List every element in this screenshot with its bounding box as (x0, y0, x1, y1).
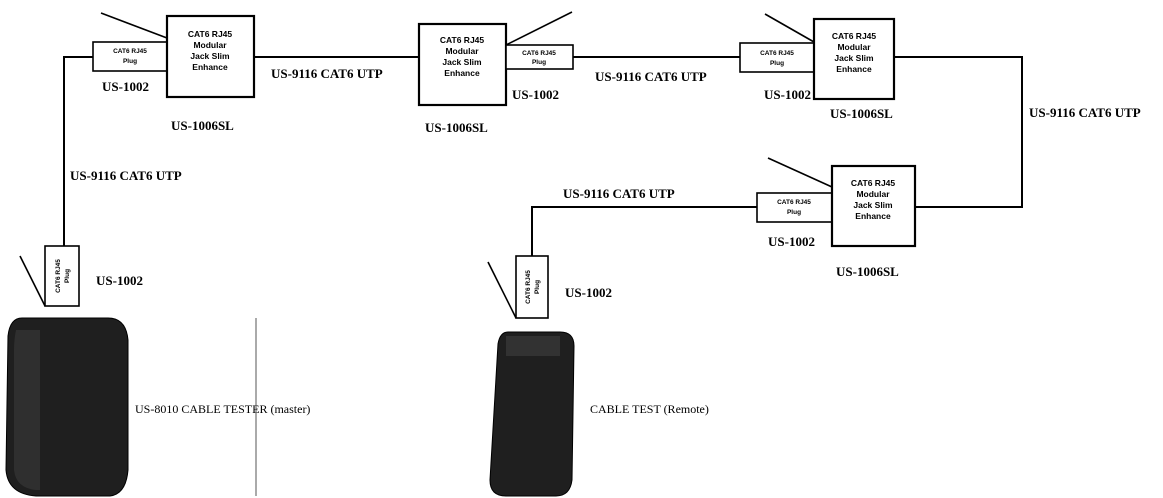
plug-model-label: US-1002 (512, 87, 559, 102)
tester-icon (489, 331, 575, 497)
cable-label: US-9116 CAT6 UTP (70, 168, 182, 183)
plug-model-label: US-1002 (764, 87, 811, 102)
antenna-icon (764, 13, 815, 43)
jack-line2: Modular (837, 42, 871, 52)
master-plug-group: CAT6 RJ45 Plug US-1002 (19, 245, 143, 307)
jack-line4: Enhance (836, 64, 872, 74)
plug-title: CAT6 RJ45 (760, 50, 794, 57)
tester-shade (506, 336, 560, 356)
plug-box (44, 245, 80, 307)
cable-jack4-to-remote (531, 206, 757, 256)
plug-title: CAT6 RJ45 (55, 259, 62, 293)
jack-box (830, 164, 917, 248)
jack-box (417, 22, 508, 107)
jack-line2: Modular (193, 40, 227, 50)
plug-box (92, 41, 168, 72)
plug-title: CAT6 RJ45 (777, 199, 811, 206)
antenna-icon (100, 12, 168, 39)
jack-line3: Jack Slim (190, 51, 230, 61)
antenna-icon (505, 11, 573, 46)
plug-subtitle: Plug (770, 60, 784, 67)
plug-title: CAT6 RJ45 (113, 48, 147, 55)
connector-group-1: CAT6 RJ45 Plug CAT6 RJ45 Modular Jack Sl… (92, 12, 256, 133)
antenna-icon (487, 261, 517, 319)
antenna-icon (767, 157, 833, 188)
jack-box (165, 14, 256, 99)
cable-label: US-9116 CAT6 UTP (1029, 105, 1141, 120)
jack-model-label: US-1006SL (171, 118, 234, 133)
plug-title: CAT6 RJ45 (525, 270, 532, 304)
plug-box (505, 44, 574, 70)
plug-box (515, 255, 549, 319)
tester-shade (14, 330, 40, 490)
plug-model-label: US-1002 (96, 273, 143, 288)
jack-line2: Modular (445, 46, 479, 56)
connector-group-4: CAT6 RJ45 Plug CAT6 RJ45 Modular Jack Sl… (756, 157, 917, 279)
jack-model-label: US-1006SL (830, 106, 893, 121)
master-tester-device: US-8010 CABLE TESTER (master) (5, 317, 310, 497)
cable-master-to-jack1 (63, 56, 93, 246)
jack-line1: CAT6 RJ45 (440, 35, 485, 45)
jack-line1: CAT6 RJ45 (832, 31, 877, 41)
plug-subtitle: Plug (64, 269, 71, 283)
antenna-icon (19, 255, 46, 307)
jack-line1: CAT6 RJ45 (188, 29, 233, 39)
plug-subtitle: Plug (787, 209, 801, 216)
jack-line4: Enhance (855, 211, 891, 221)
cable-label: US-9116 CAT6 UTP (595, 69, 707, 84)
remote-plug-group: CAT6 RJ45 Plug US-1002 (487, 255, 612, 319)
plug-subtitle: Plug (534, 280, 541, 294)
wires (63, 56, 1023, 256)
plug-box (739, 42, 815, 73)
jack-model-label: US-1006SL (425, 120, 488, 135)
plug-subtitle: Plug (123, 58, 137, 65)
plug-title: CAT6 RJ45 (522, 50, 556, 57)
cable-label: US-9116 CAT6 UTP (271, 66, 383, 81)
jack-line3: Jack Slim (834, 53, 874, 63)
jack-line4: Enhance (444, 68, 480, 78)
plug-box (756, 192, 833, 223)
cable-label: US-9116 CAT6 UTP (563, 186, 675, 201)
connector-group-2: CAT6 RJ45 Modular Jack Slim Enhance CAT6… (417, 11, 574, 135)
jack-line3: Jack Slim (442, 57, 482, 67)
jack-line4: Enhance (192, 62, 228, 72)
master-device-label: US-8010 CABLE TESTER (master) (135, 402, 310, 416)
plug-model-label: US-1002 (565, 285, 612, 300)
jack-line1: CAT6 RJ45 (851, 178, 896, 188)
jack-line2: Modular (856, 189, 890, 199)
jack-model-label: US-1006SL (836, 264, 899, 279)
remote-device-label: CABLE TEST (Remote) (590, 402, 709, 416)
plug-model-label: US-1002 (768, 234, 815, 249)
cable-jack3-to-jack4 (894, 56, 1023, 208)
plug-model-label: US-1002 (102, 79, 149, 94)
plug-subtitle: Plug (532, 59, 546, 66)
remote-tester-device: CABLE TEST (Remote) (489, 331, 709, 497)
connector-group-3: CAT6 RJ45 Plug CAT6 RJ45 Modular Jack Sl… (739, 13, 896, 121)
jack-box (812, 17, 896, 101)
jack-line3: Jack Slim (853, 200, 893, 210)
